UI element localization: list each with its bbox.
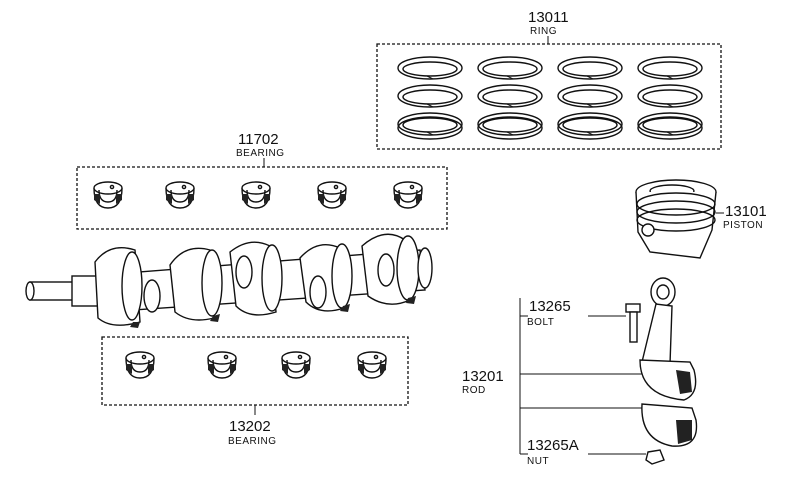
lower-bearing-part-number: 13202 <box>229 418 271 435</box>
piston-pin-boss <box>641 223 655 237</box>
piston-part-name: PISTON <box>723 220 763 231</box>
piston-rings <box>397 56 703 140</box>
lower-bearing-shells <box>125 351 387 379</box>
connecting-rod <box>639 277 698 447</box>
bearing-shell <box>207 351 237 379</box>
nut-part-number: 13265A <box>527 437 579 454</box>
piston-ring <box>557 56 623 80</box>
piston-ring <box>477 56 543 80</box>
nut-shape <box>645 449 665 465</box>
bearing-shell <box>317 181 347 209</box>
rod-part-number: 13201 <box>462 368 504 385</box>
bearing-shell <box>393 181 423 209</box>
piston-ring <box>397 112 463 140</box>
rod-assembly-bracket: 13265 BOLT 13201 ROD 13265A NUT <box>462 298 642 467</box>
piston-ring <box>637 56 703 80</box>
lower-bearing-part-name: BEARING <box>228 436 277 447</box>
piston-part-number: 13101 <box>725 203 767 220</box>
ring-part-name: RING <box>530 26 557 37</box>
ring-part-number: 13011 <box>528 9 569 26</box>
bolt-part-name: BOLT <box>527 317 554 328</box>
crankshaft-rear-flange <box>417 247 433 289</box>
ring-group: 13011 RING <box>376 9 722 150</box>
bearing-shell <box>241 181 271 209</box>
piston-ring <box>557 112 623 140</box>
crankshaft <box>25 233 433 328</box>
rod-part-name: ROD <box>462 385 486 396</box>
nut-part-name: NUT <box>527 456 549 467</box>
upper-bearing-group: 11702 BEARING <box>76 131 448 230</box>
piston-ring <box>477 84 543 108</box>
bearing-shell <box>281 351 311 379</box>
ring-group-box <box>376 43 722 150</box>
bearing-shell <box>165 181 195 209</box>
upper-bearing-part-number: 11702 <box>238 131 279 148</box>
bolt-shank <box>629 311 638 343</box>
rod-nut <box>588 449 665 465</box>
piston-ring <box>637 84 703 108</box>
bolt-part-number: 13265 <box>529 298 571 315</box>
piston-ring <box>397 84 463 108</box>
crankshaft-snout <box>29 281 75 301</box>
piston: 13101 PISTON <box>635 179 767 259</box>
rod-small-end <box>650 277 676 307</box>
lower-bearing-group: 13202 BEARING <box>101 336 409 447</box>
bearing-shell <box>125 351 155 379</box>
piston-ring <box>477 112 543 140</box>
rod-beam <box>641 303 673 365</box>
bolt-head <box>625 303 641 313</box>
upper-bearing-shells <box>93 181 423 209</box>
piston-ring <box>397 56 463 80</box>
bearing-shell <box>93 181 123 209</box>
piston-ring <box>557 84 623 108</box>
piston-ring <box>637 112 703 140</box>
bearing-shell <box>357 351 387 379</box>
upper-bearing-group-box <box>76 166 448 230</box>
upper-bearing-part-name: BEARING <box>236 148 285 159</box>
rod-bolt <box>588 303 641 343</box>
